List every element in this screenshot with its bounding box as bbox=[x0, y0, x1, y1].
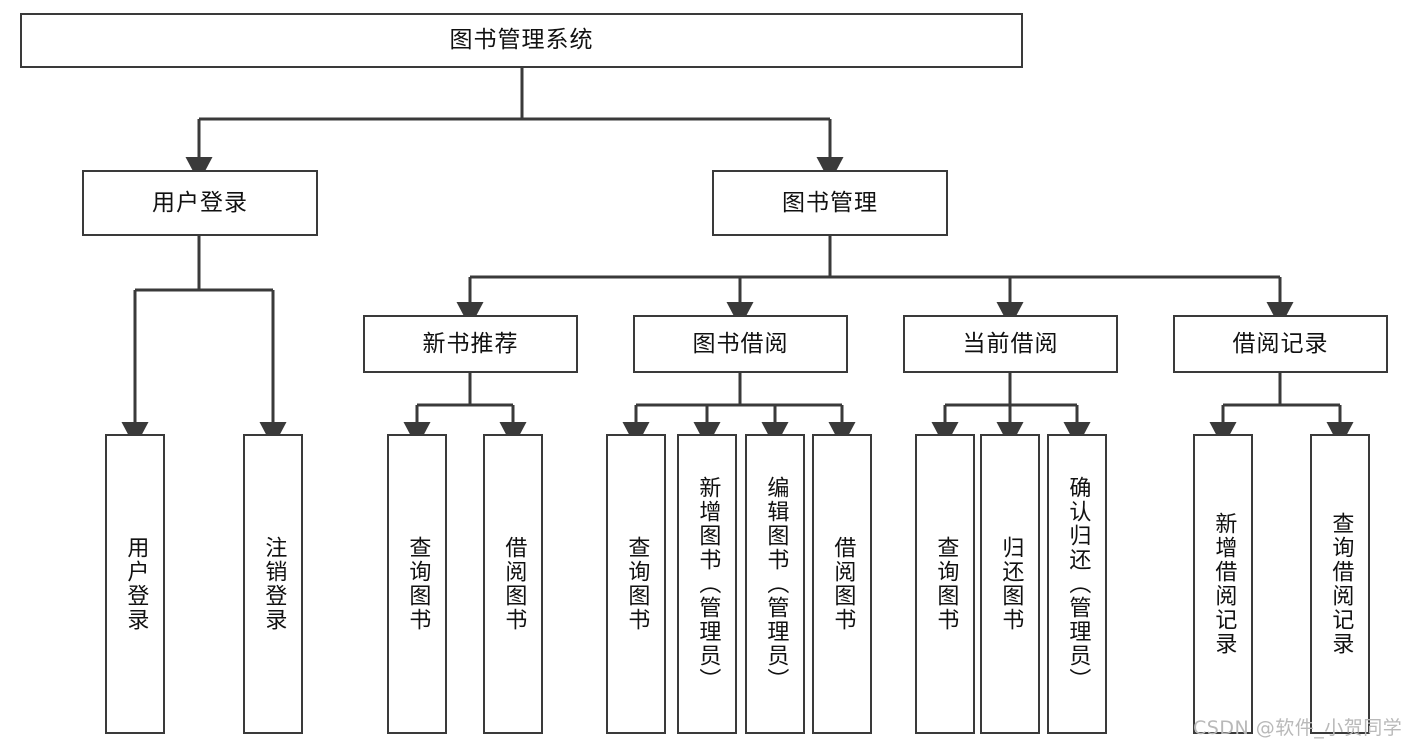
leaf-label: 新增借阅记录 bbox=[1211, 512, 1237, 656]
leaf-label: 确认归还（管理员） bbox=[1065, 476, 1091, 692]
node-leaf-logout-login[interactable]: 注销登录 bbox=[243, 434, 303, 734]
node-leaf-add-book[interactable]: 新增图书（管理员） bbox=[677, 434, 737, 734]
node-leaf-add-borrow-record[interactable]: 新增借阅记录 bbox=[1193, 434, 1253, 734]
node-leaf-query-borrow-record[interactable]: 查询借阅记录 bbox=[1310, 434, 1370, 734]
node-borrow-record[interactable]: 借阅记录 bbox=[1173, 315, 1388, 373]
leaf-label: 用户登录 bbox=[123, 536, 149, 632]
leaf-label: 借阅图书 bbox=[501, 536, 527, 632]
node-leaf-user-login[interactable]: 用户登录 bbox=[105, 434, 165, 734]
node-user-login[interactable]: 用户登录 bbox=[82, 170, 318, 236]
node-leaf-query-book-1[interactable]: 查询图书 bbox=[387, 434, 447, 734]
node-new-book-recommend[interactable]: 新书推荐 bbox=[363, 315, 578, 373]
node-leaf-borrow-book-2[interactable]: 借阅图书 bbox=[812, 434, 872, 734]
csdn-watermark: CSDN @软件_小贺同学 bbox=[1193, 717, 1403, 739]
node-leaf-return-book[interactable]: 归还图书 bbox=[980, 434, 1040, 734]
node-leaf-query-book-2[interactable]: 查询图书 bbox=[606, 434, 666, 734]
node-book-borrow[interactable]: 图书借阅 bbox=[633, 315, 848, 373]
leaf-label: 新增图书（管理员） bbox=[695, 476, 721, 692]
node-leaf-query-book-3[interactable]: 查询图书 bbox=[915, 434, 975, 734]
node-book-management-system[interactable]: 图书管理系统 bbox=[20, 13, 1023, 68]
leaf-label: 查询图书 bbox=[624, 536, 650, 632]
node-leaf-borrow-book-1[interactable]: 借阅图书 bbox=[483, 434, 543, 734]
leaf-label: 归还图书 bbox=[998, 536, 1024, 632]
leaf-label: 注销登录 bbox=[261, 536, 287, 632]
leaf-label: 编辑图书（管理员） bbox=[763, 476, 789, 692]
node-book-management[interactable]: 图书管理 bbox=[712, 170, 948, 236]
leaf-label: 查询借阅记录 bbox=[1328, 512, 1354, 656]
node-leaf-confirm-return[interactable]: 确认归还（管理员） bbox=[1047, 434, 1107, 734]
node-current-borrow[interactable]: 当前借阅 bbox=[903, 315, 1118, 373]
leaf-label: 查询图书 bbox=[933, 536, 959, 632]
node-leaf-edit-book[interactable]: 编辑图书（管理员） bbox=[745, 434, 805, 734]
leaf-label: 借阅图书 bbox=[830, 536, 856, 632]
leaf-label: 查询图书 bbox=[405, 536, 431, 632]
